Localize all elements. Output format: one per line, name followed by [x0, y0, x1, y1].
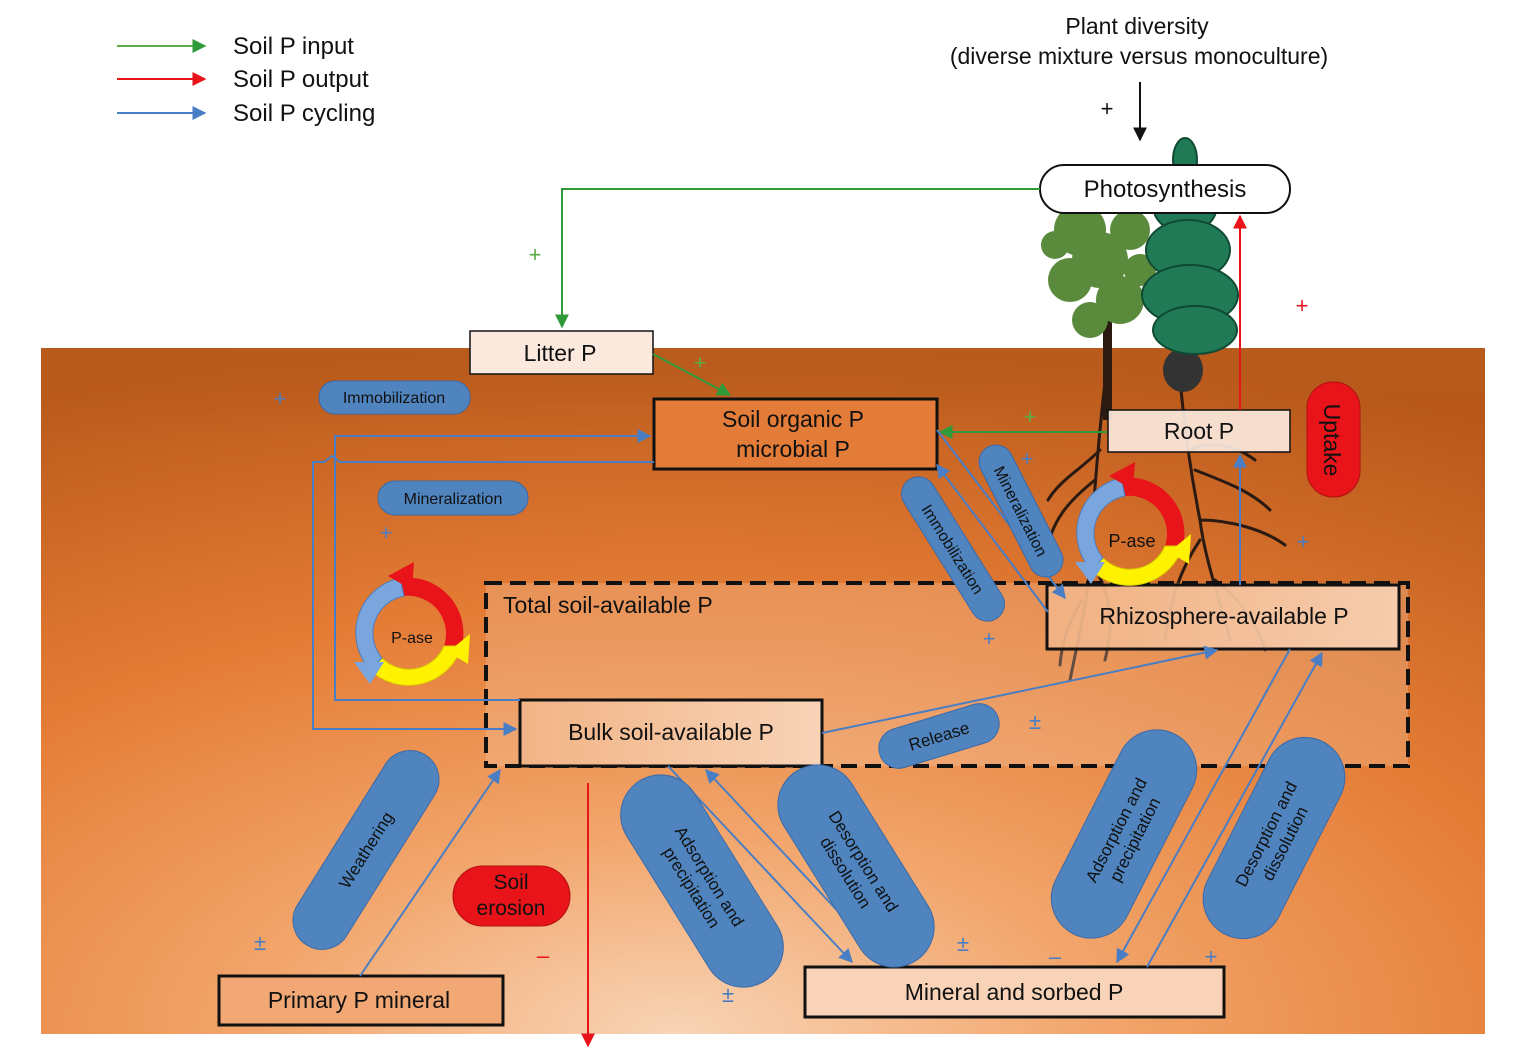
pase-right-label: P-ase	[1108, 531, 1155, 551]
litter-p-node	[469, 330, 654, 375]
plant-illustration	[1041, 137, 1287, 682]
desorption-right-pill	[1202, 736, 1346, 940]
sign-plus-litter: +	[529, 242, 542, 267]
sign-plusminus-release: ±	[1029, 709, 1041, 734]
photosynthesis-label: Photosynthesis	[1084, 176, 1247, 203]
sign-minus-adsorption-right: –	[1049, 944, 1062, 969]
soil-organic-p-label-2: microbial P	[736, 436, 850, 462]
total-soil-available-p-label: Total soil-available P	[503, 592, 713, 618]
sign-plusminus-weathering: ±	[254, 930, 266, 955]
cycling-arrow-rhizo-to-mineral	[1116, 648, 1291, 964]
bulk-soil-available-p-label: Bulk soil-available P	[568, 719, 774, 745]
root-p-node	[1107, 409, 1291, 453]
sign-plus-desorption-right: +	[1205, 944, 1218, 969]
input-arrow-litter	[555, 188, 1040, 329]
mineral-sorbed-p-node	[803, 965, 1226, 1019]
sign-plus-organic: +	[694, 350, 707, 375]
soil-erosion-label-2: erosion	[477, 897, 546, 920]
soil-organic-p-label-1: Soil organic P	[722, 406, 864, 432]
adsorption-left-pill	[620, 774, 784, 988]
soil-organic-p-node	[652, 397, 939, 471]
mineralization-left-pill	[377, 480, 529, 516]
primary-p-mineral-label: Primary P mineral	[268, 987, 450, 1013]
legend: Soil P input Soil P output Soil P cyclin…	[117, 33, 375, 127]
legend-input-label: Soil P input	[233, 33, 354, 60]
sign-plusminus-adsorption-left: ±	[722, 982, 734, 1007]
adsorption-right-pill	[1050, 729, 1198, 939]
soil-erosion-pill	[452, 865, 571, 927]
release-pill	[878, 703, 1000, 769]
cycling-arrow-release	[821, 645, 1219, 734]
immobilization-left-label: Immobilization	[343, 390, 445, 407]
soil-erosion-label-1: Soil	[493, 871, 528, 894]
cycling-arrow-organic-to-bulk	[312, 454, 654, 736]
sign-plus-uptake: +	[1296, 293, 1309, 318]
input-arrow-organic	[652, 353, 732, 396]
sign-plus-root: +	[1024, 404, 1037, 429]
sign-plus-mineralization-right: +	[1021, 446, 1034, 471]
root-p-label: Root P	[1164, 418, 1234, 444]
cycling-arrow-bulk-to-mineral	[667, 765, 853, 964]
weathering-pill	[292, 750, 440, 950]
legend-output-label: Soil P output	[233, 66, 369, 93]
pase-cycle-left	[354, 562, 470, 686]
sign-minus-erosion: –	[537, 943, 550, 968]
bulk-soil-available-p-node	[518, 698, 824, 768]
plant-diversity-title: Plant diversity	[1065, 13, 1209, 39]
mineral-sorbed-p-label: Mineral and sorbed P	[905, 979, 1124, 1005]
immobilization-right-pill	[901, 476, 1005, 622]
sign-plus-rhizo-root: +	[1297, 529, 1310, 554]
pase-left-label: P-ase	[391, 630, 433, 647]
sign-plus-immobilization-right: +	[983, 626, 996, 651]
litter-p-label: Litter P	[524, 340, 597, 366]
cycling-arrow-weathering	[359, 768, 501, 977]
pase-cycle-right	[1075, 462, 1191, 586]
cycling-arrow-bulk-to-organic	[334, 429, 652, 701]
sign-plus-immobilization-left: +	[274, 386, 287, 411]
immobilization-left-pill	[318, 380, 471, 415]
desorption-left-pill	[777, 764, 935, 968]
uptake-label: Uptake	[1319, 404, 1345, 477]
cycling-arrow-mineral-to-rhizo	[1146, 651, 1323, 968]
rhizosphere-available-p-label: Rhizosphere-available P	[1099, 603, 1348, 629]
mineralization-right-pill	[978, 444, 1064, 578]
legend-cycling-label: Soil P cycling	[233, 100, 375, 127]
mineralization-left-label: Mineralization	[404, 491, 503, 508]
sign-plus-mineralization-left: +	[380, 520, 393, 545]
plant-diversity-subtitle: (diverse mixture versus monoculture)	[950, 43, 1328, 69]
uptake-pill	[1306, 381, 1361, 498]
cycling-arrow-rhizo-to-organic	[936, 463, 1049, 613]
sign-plus-diversity: +	[1101, 96, 1114, 121]
rhizosphere-available-p-node	[1045, 583, 1401, 651]
sign-plusminus-desorption-left: ±	[957, 931, 969, 956]
